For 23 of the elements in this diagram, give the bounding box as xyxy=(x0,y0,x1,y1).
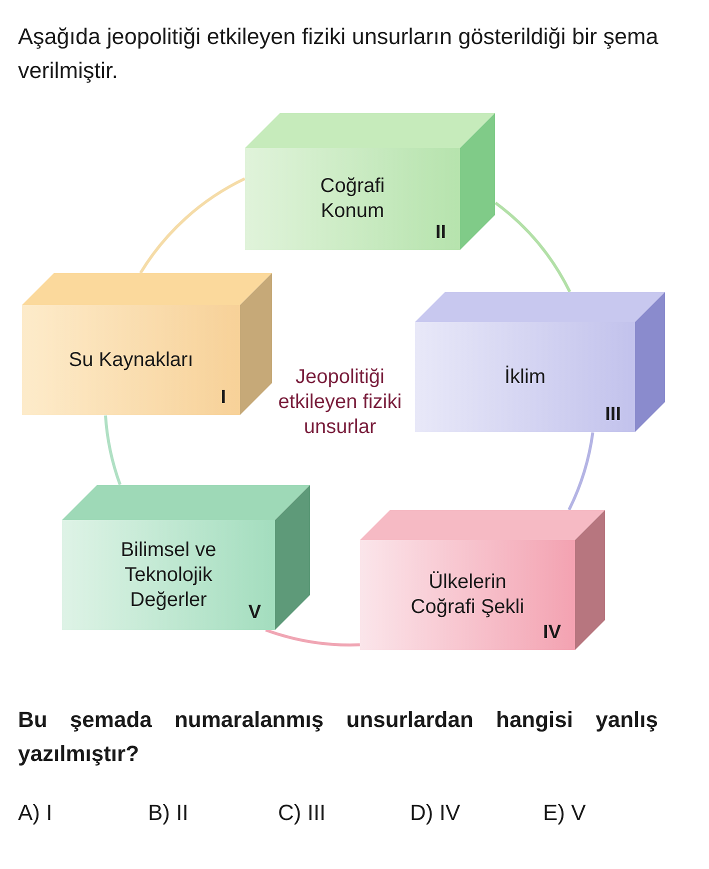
connector-arc xyxy=(139,177,246,274)
roman-numeral: III xyxy=(605,404,621,426)
connector-arc xyxy=(494,202,572,293)
roman-numeral: IV xyxy=(543,622,561,644)
block-label: Bilimsel ve Teknolojik Değerler xyxy=(120,538,218,612)
block-label: Su Kaynakları xyxy=(68,348,194,372)
connector-arc xyxy=(265,628,360,646)
roman-numeral: V xyxy=(248,602,261,624)
answer-option: E) V xyxy=(543,800,586,826)
answer-option: A) I xyxy=(18,800,52,826)
answer-option: B) II xyxy=(148,800,188,826)
question-text: Bu şemada numaralanmış unsurlardan hangisi yanlış yazılmıştır? xyxy=(18,706,658,768)
connector-arc xyxy=(568,432,594,510)
block-label: Ülkelerin Coğrafi Şekli xyxy=(410,570,526,620)
answer-option: D) IV xyxy=(410,800,460,826)
block-label: İklim xyxy=(504,364,546,390)
block-label: Coğrafi Konum xyxy=(319,174,386,224)
question-text: Aşağıda jeopolitiği etkileyen fiziki unsurların gösterildiği bir şema verilmiştir. xyxy=(18,23,660,85)
roman-numeral: I xyxy=(220,387,226,409)
center-label: Jeopolitiği etkileyen fiziki unsurlar xyxy=(277,365,403,440)
roman-numeral: II xyxy=(435,222,446,244)
connector-arc xyxy=(104,415,122,486)
answer-option: C) III xyxy=(278,800,326,826)
